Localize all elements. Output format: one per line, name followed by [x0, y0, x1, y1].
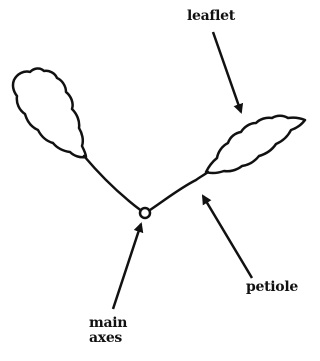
main-axis-node	[140, 208, 150, 218]
main-axis-label-line1: main	[89, 316, 149, 331]
petiole-arrow	[203, 196, 252, 278]
main-axis-label-line2: axes	[89, 331, 149, 346]
leaflet-arrow	[213, 32, 241, 112]
main-axis-label: main axes	[89, 316, 149, 346]
petiole-label: petiole	[246, 280, 298, 295]
left-petiole-stem	[84, 156, 143, 212]
main-axis-arrow	[113, 224, 141, 309]
left-leaflet	[13, 68, 86, 157]
right-leaflet	[206, 116, 305, 173]
leaflet-label: leaflet	[187, 9, 235, 24]
right-petiole-stem	[147, 172, 208, 212]
